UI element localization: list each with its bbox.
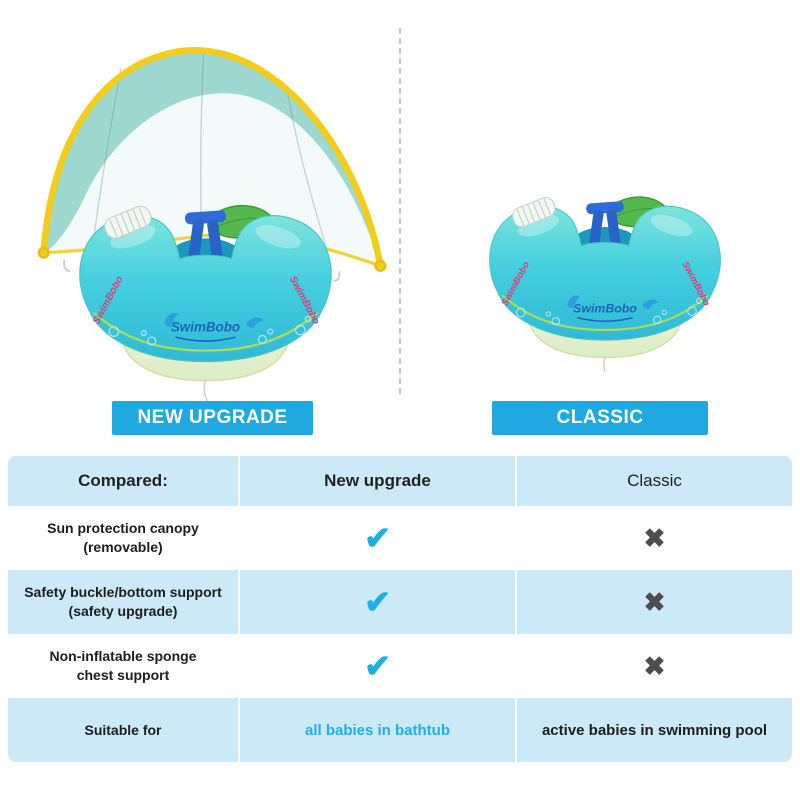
product-image-new-upgrade: [37, 46, 387, 402]
product-divider-dashed-line: [399, 28, 401, 394]
new-upgrade-badge[interactable]: NEW UPGRADE: [112, 401, 313, 435]
table-row-suitable-for: Suitable for all babies in bathtub activ…: [8, 698, 792, 762]
suitable-classic-value: active babies in swimming pool: [541, 721, 768, 739]
classic-badge[interactable]: CLASSIC: [492, 401, 708, 435]
feature-label: Suitable for: [84, 721, 162, 738]
feature-label: Non-inflatable sponge chest support: [49, 648, 197, 683]
check-icon: ✔: [364, 648, 391, 684]
header-compared: Compared:: [78, 471, 168, 490]
header-classic: Classic: [515, 456, 792, 506]
cross-icon: ✖: [643, 523, 666, 553]
table-row-sponge: Non-inflatable sponge chest support ✔ ✖: [8, 634, 792, 698]
suitable-new-upgrade-value: all babies in bathtub: [304, 721, 450, 739]
table-row-buckle: Safety buckle/bottom support (safety upg…: [8, 570, 792, 634]
header-new-upgrade: New upgrade: [238, 456, 515, 506]
check-icon: ✔: [364, 584, 391, 620]
table-row-canopy: Sun protection canopy (removable) ✔ ✖: [8, 506, 792, 570]
table-header-row: Compared: New upgrade Classic: [8, 456, 792, 506]
cross-icon: ✖: [643, 587, 666, 617]
feature-label: Safety buckle/bottom support (safety upg…: [24, 584, 222, 619]
feature-label: Sun protection canopy (removable): [47, 520, 199, 555]
product-image-classic: [488, 193, 722, 372]
cross-icon: ✖: [643, 651, 666, 681]
check-icon: ✔: [364, 520, 391, 556]
comparison-table: Compared: New upgrade Classic Sun protec…: [8, 456, 792, 762]
